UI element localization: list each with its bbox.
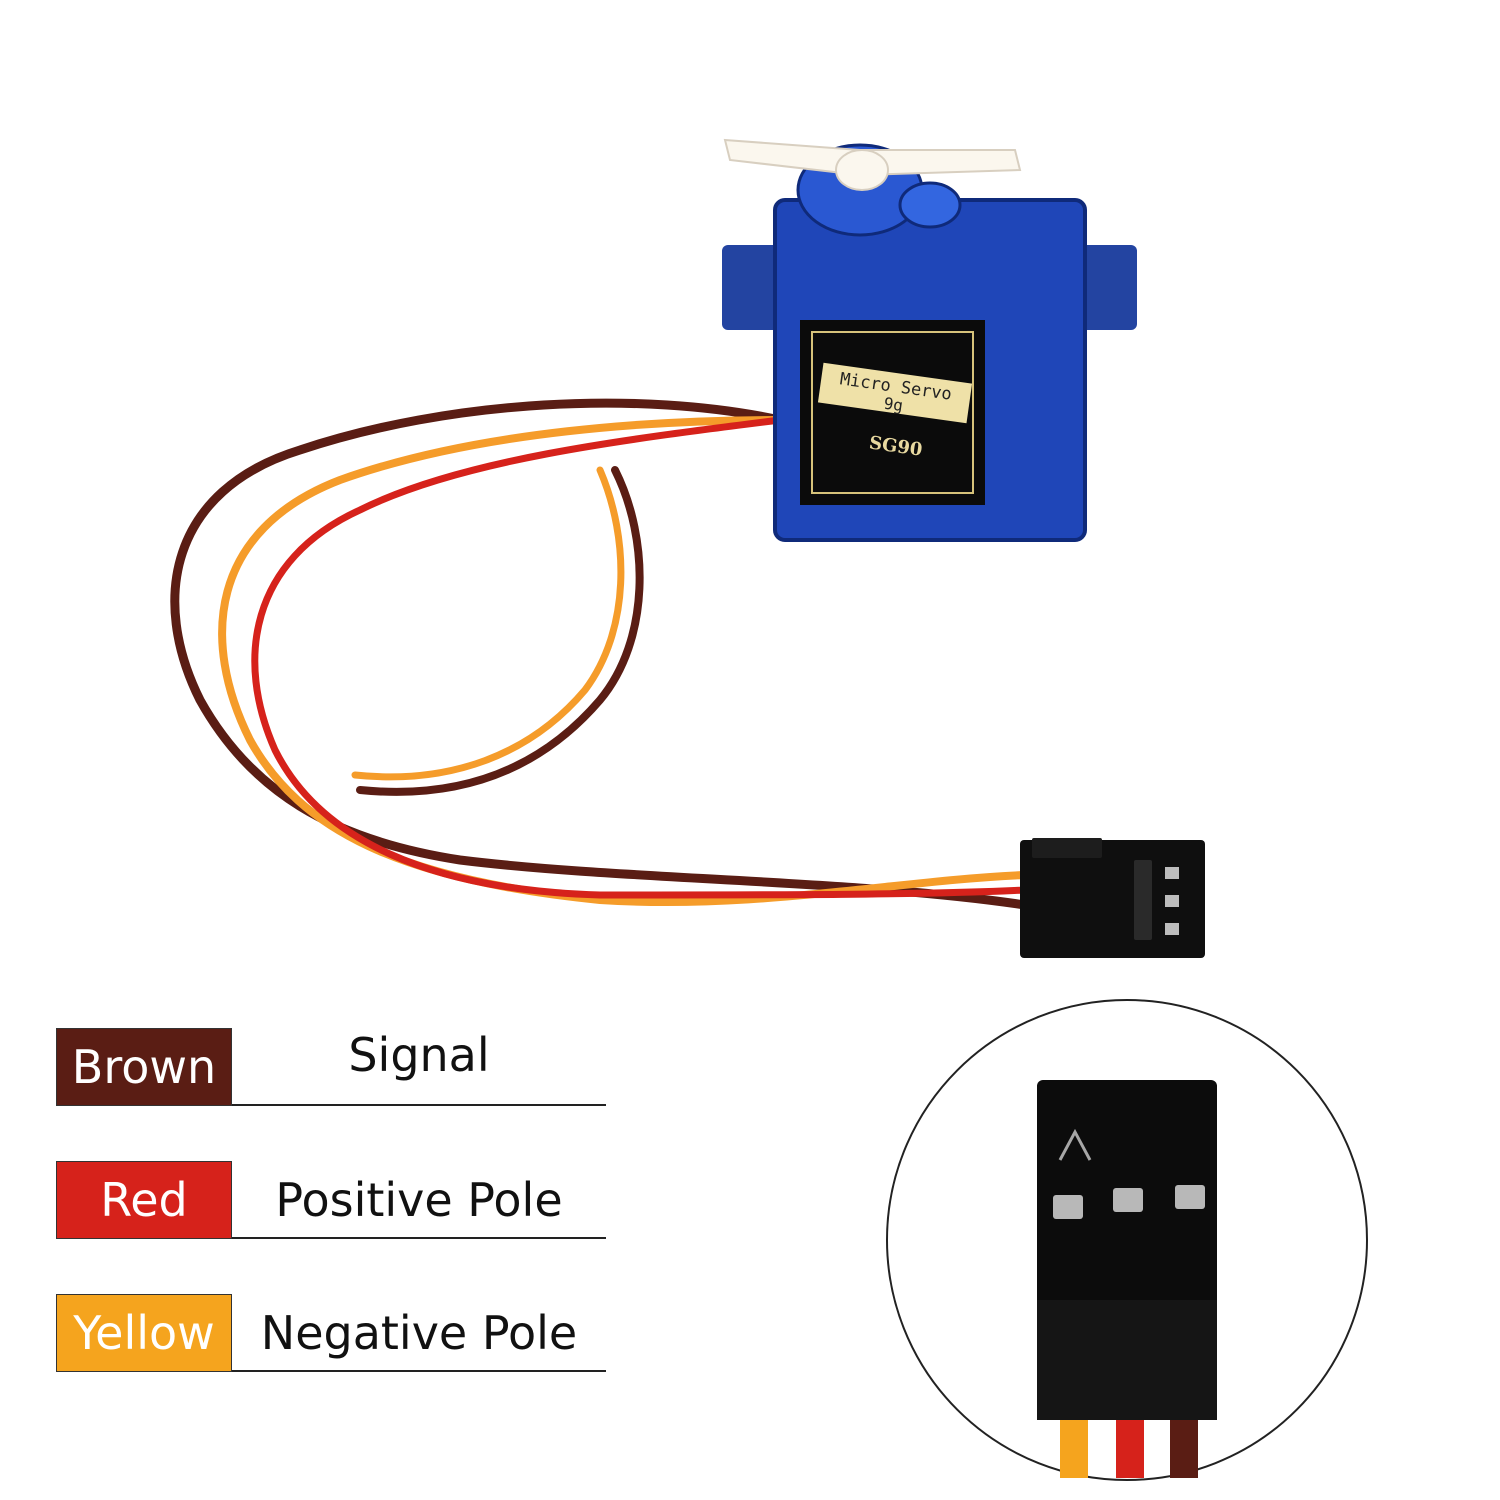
legend-meaning-positive-pole: Positive Pole [275, 1173, 563, 1227]
servo-motor: Micro Servo 9g SG90 [722, 138, 1137, 542]
legend-underline [232, 1104, 606, 1106]
legend-row-yellow: Yellow Negative Pole [56, 1294, 606, 1374]
legend-swatch-yellow: Yellow [56, 1294, 232, 1372]
legend-meaning-negative-pole: Negative Pole [260, 1306, 578, 1360]
connector-zoom-inset [886, 999, 1368, 1481]
servo-wire-loop [170, 398, 1030, 910]
legend-underline [232, 1237, 606, 1239]
legend-underline [232, 1370, 606, 1372]
legend-row-brown: Brown Signal [56, 1028, 606, 1108]
legend-swatch-brown: Brown [56, 1028, 232, 1106]
servo-connector [1020, 838, 1205, 958]
legend-swatch-red: Red [56, 1161, 232, 1239]
legend-meaning-signal: Signal [348, 1028, 490, 1082]
servo-label-line2: 9g [883, 394, 905, 415]
legend-row-red: Red Positive Pole [56, 1161, 606, 1241]
